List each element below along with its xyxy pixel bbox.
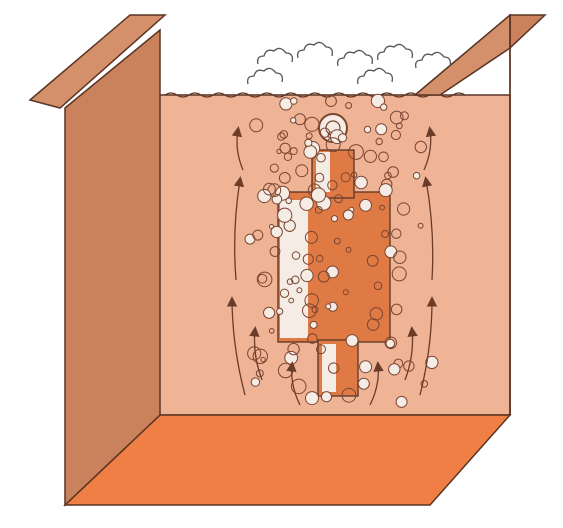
- bubble: [251, 378, 259, 386]
- bubble: [317, 153, 326, 162]
- bubble: [358, 378, 369, 389]
- bubble: [396, 396, 407, 407]
- bubble: [360, 199, 372, 211]
- bubble: [311, 188, 325, 202]
- bubble: [381, 104, 387, 110]
- bubble: [327, 266, 339, 278]
- bubble: [389, 364, 400, 375]
- bubble: [413, 172, 420, 179]
- steam-puff: [358, 68, 393, 84]
- steam-group: [248, 42, 451, 84]
- bubble: [343, 210, 353, 220]
- bubble: [386, 339, 395, 348]
- bubble: [278, 208, 292, 222]
- bubble: [306, 392, 319, 405]
- bubble: [385, 246, 397, 258]
- bubble: [280, 289, 288, 297]
- steam-puff: [338, 50, 373, 66]
- bubble: [264, 307, 275, 318]
- steam-puff: [258, 48, 293, 64]
- steam-puff: [248, 68, 283, 84]
- bubble: [304, 146, 317, 159]
- bubble: [355, 176, 367, 188]
- bubble: [321, 392, 331, 402]
- bubble: [245, 234, 255, 244]
- bubble: [376, 124, 387, 135]
- bubble: [301, 269, 313, 281]
- bubble: [291, 118, 296, 123]
- bubble: [326, 304, 331, 309]
- bubble: [271, 226, 282, 237]
- bubble: [310, 321, 317, 328]
- bubble: [364, 126, 370, 132]
- bubble: [300, 197, 313, 210]
- bubble: [285, 351, 298, 364]
- tank-right-wall: [510, 15, 545, 415]
- bubble: [305, 139, 312, 146]
- bubble: [338, 134, 346, 142]
- bubble: [360, 361, 372, 373]
- bubble: [280, 98, 292, 110]
- bubble: [277, 308, 283, 314]
- steam-puff: [298, 42, 333, 58]
- bubble: [346, 335, 358, 347]
- steam-puff: [378, 44, 413, 60]
- bubble: [291, 98, 298, 105]
- bubble: [332, 216, 338, 222]
- tank-right-wall-top: [415, 15, 510, 95]
- bubble: [379, 184, 392, 197]
- steam-puff: [416, 52, 451, 68]
